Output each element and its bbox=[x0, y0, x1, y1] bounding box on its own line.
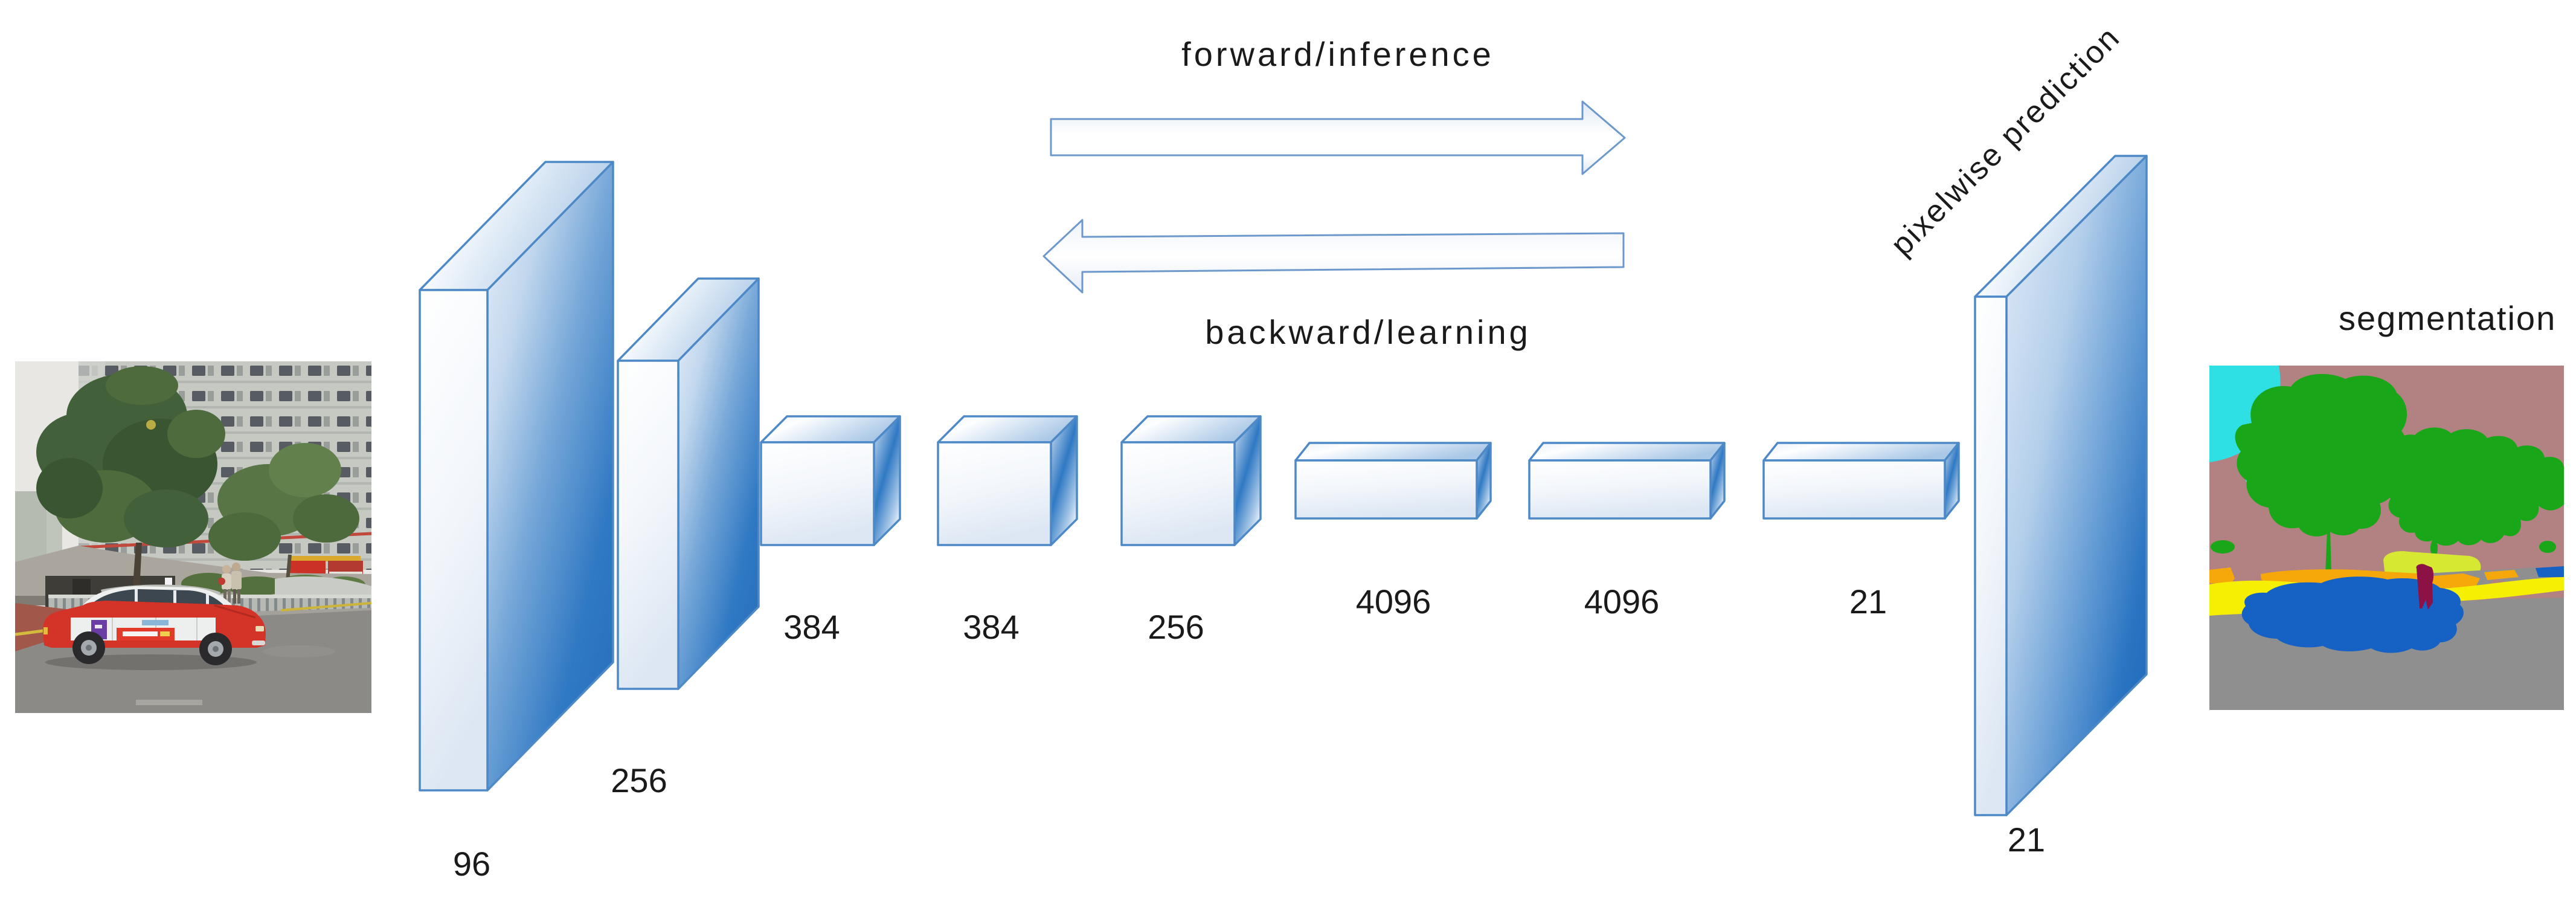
seg-tree-region bbox=[2211, 373, 2564, 574]
layer-21-box bbox=[1762, 442, 1960, 520]
layer-label-384-1: 384 bbox=[783, 608, 840, 646]
layer-label-4096-2: 4096 bbox=[1584, 582, 1660, 621]
photo-trees bbox=[36, 366, 359, 603]
segmentation-map-image bbox=[2209, 366, 2564, 710]
photo-pedestrians bbox=[218, 563, 242, 604]
layer-384-cube-1 bbox=[760, 415, 901, 546]
forward-inference-label: forward/inference bbox=[1181, 35, 1494, 73]
segmentation-label: segmentation bbox=[2339, 299, 2557, 337]
layer-label-384-2: 384 bbox=[963, 608, 1020, 646]
seg-car-region bbox=[2241, 576, 2464, 653]
layer-label-21-1: 21 bbox=[1849, 582, 1887, 621]
layer-4096-box-1 bbox=[1294, 442, 1492, 520]
layer-256-slab bbox=[617, 277, 760, 690]
layer-4096-box-2 bbox=[1528, 442, 1726, 520]
layer-384-cube-2 bbox=[937, 415, 1078, 546]
backward-learning-label: backward/learning bbox=[1205, 313, 1531, 351]
layer-96-slab bbox=[419, 161, 614, 792]
seg-person-region bbox=[2416, 564, 2434, 610]
input-photo-image bbox=[15, 361, 371, 713]
backward-arrow bbox=[1042, 219, 1625, 294]
layer-label-21-2: 21 bbox=[2007, 821, 2046, 859]
layer-label-4096-1: 4096 bbox=[1355, 582, 1431, 621]
photo-taxi bbox=[43, 578, 266, 670]
layer-label-256-2: 256 bbox=[1148, 608, 1204, 646]
layer-21-prediction-slab bbox=[1974, 155, 2148, 816]
layer-256-cube bbox=[1120, 415, 1262, 546]
forward-arrow bbox=[1050, 100, 1626, 175]
seg-blue-patch bbox=[2536, 566, 2564, 577]
layer-label-96: 96 bbox=[452, 845, 491, 883]
layer-label-256: 256 bbox=[611, 761, 667, 799]
